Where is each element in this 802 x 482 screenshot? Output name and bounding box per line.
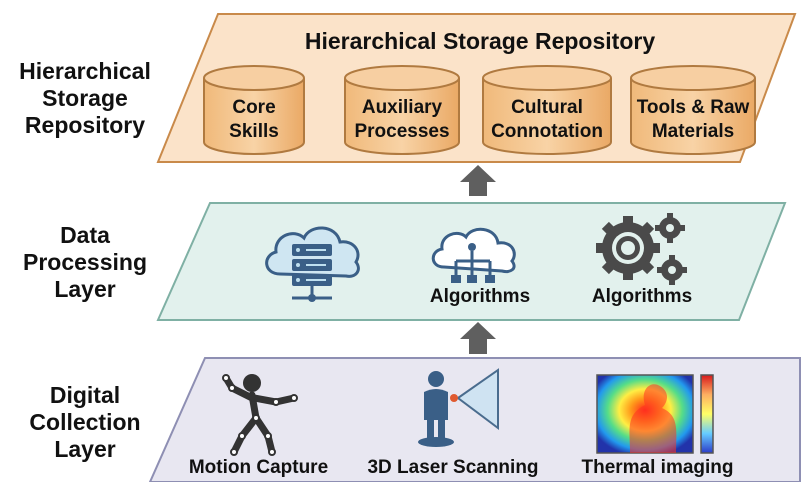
cylinder-cultural-connotation: [482, 65, 612, 155]
arrow-up-icon: [460, 165, 496, 196]
processing-side-label-line: Layer: [54, 276, 116, 302]
cylinder-label-line: Connotation: [491, 121, 603, 142]
storage-layer-title: Hierarchical Storage Repository: [304, 28, 656, 54]
laser-scanner-icon: [418, 368, 499, 447]
processing-item-label: Algorithms: [429, 286, 531, 307]
cloud-server-icon: [265, 226, 360, 302]
collection-item-label: Motion Capture: [188, 457, 329, 478]
cylinder-label: Core Skills: [194, 96, 314, 144]
cylinder-label-line: Auxiliary: [361, 97, 443, 118]
cylinder-label: Auxiliary Processes: [342, 96, 462, 144]
collection-item-label: Thermal imaging: [581, 457, 734, 478]
storage-side-label-line: Repository: [24, 112, 146, 138]
cylinder-label-line: Core: [232, 97, 276, 118]
collection-side-label-line: Layer: [54, 436, 116, 462]
cloud-network-icon: [431, 227, 516, 283]
cylinder-auxiliary-processes: [344, 65, 460, 155]
processing-item-label: Algorithms: [591, 286, 693, 307]
cylinder-label-line: Tools & Raw: [636, 97, 750, 118]
cylinder-label: Cultural Connotation: [482, 96, 612, 144]
processing-side-label-line: Processing: [23, 249, 147, 275]
cylinder-tools-raw-materials: [630, 65, 756, 155]
processing-side-label: Data Processing Layer: [0, 222, 170, 303]
storage-side-label: Hierarchical Storage Repository: [0, 58, 170, 139]
processing-side-label-line: Data: [60, 222, 110, 248]
storage-side-label-line: Storage: [42, 85, 128, 111]
storage-side-label-line: Hierarchical: [19, 58, 151, 84]
motion-capture-icon: [222, 374, 298, 456]
gears-icon: [596, 213, 687, 285]
thermal-image-icon: [596, 374, 714, 454]
collection-item-label: 3D Laser Scanning: [367, 457, 539, 478]
arrow-up-icon: [460, 322, 496, 354]
cylinder-label-line: Processes: [354, 121, 450, 142]
collection-side-label-line: Digital: [49, 382, 121, 408]
cylinder-label: Tools & Raw Materials: [628, 96, 758, 144]
cylinder-core-skills: [203, 65, 305, 155]
cylinder-label-line: Cultural: [511, 97, 583, 118]
cylinder-label-line: Materials: [651, 121, 735, 142]
collection-side-label-line: Collection: [29, 409, 141, 435]
collection-side-label: Digital Collection Layer: [0, 382, 170, 463]
cylinder-label-line: Skills: [229, 121, 279, 142]
